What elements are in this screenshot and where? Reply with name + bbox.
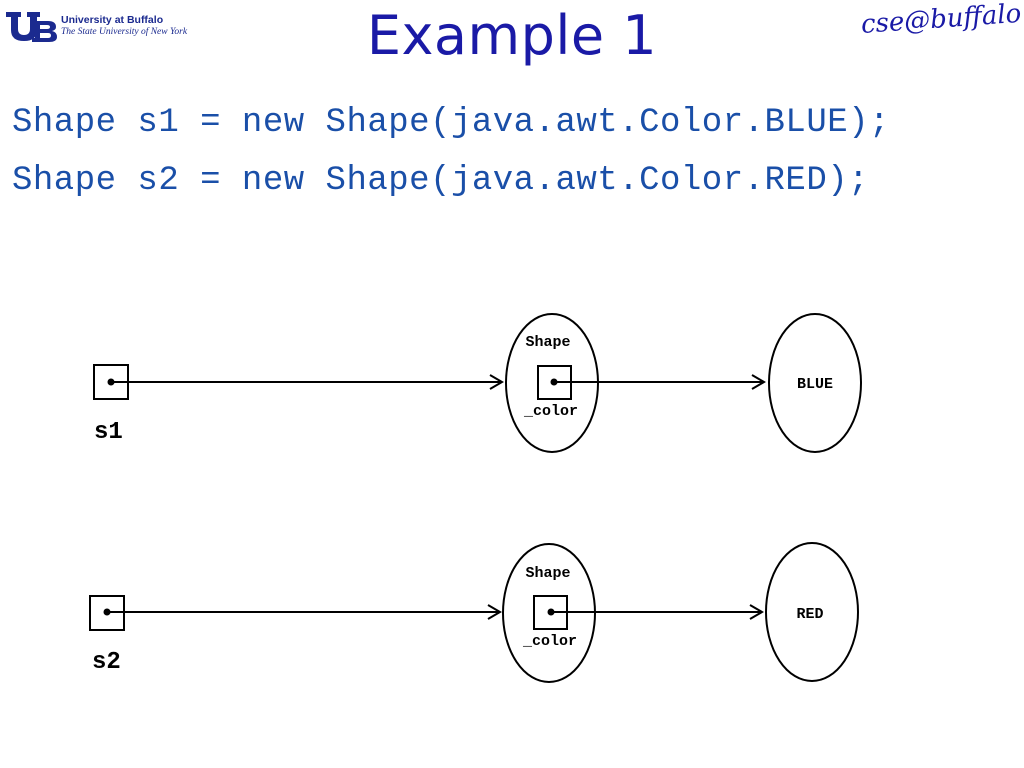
- ub-mark-icon: [6, 12, 57, 42]
- color-object-red: RED: [765, 542, 859, 682]
- shape-object-2: Shape _color: [502, 543, 596, 683]
- object-field-label-2: _color: [522, 633, 577, 650]
- object-class-label-2: Shape: [525, 565, 570, 582]
- variable-label-s1: s1: [94, 419, 123, 446]
- diagram-row-1: s1 Shape _color BLUE: [93, 313, 862, 453]
- university-logo: University at Buffalo The State Universi…: [4, 9, 204, 45]
- object-field-label-1: _color: [523, 403, 578, 420]
- code-line-1: Shape s1 = new Shape(java.awt.Color.BLUE…: [12, 104, 890, 142]
- color-object-blue: BLUE: [768, 313, 862, 453]
- variable-label-s2: s2: [92, 649, 121, 676]
- code-line-2: Shape s2 = new Shape(java.awt.Color.RED)…: [12, 162, 870, 200]
- object-class-label-1: Shape: [525, 334, 570, 351]
- value-label-red: RED: [796, 606, 823, 623]
- diagram-row-2: s2 Shape _color RED: [89, 542, 859, 683]
- value-label-blue: BLUE: [797, 376, 833, 393]
- university-name: University at Buffalo: [61, 14, 164, 26]
- slide-title: Example 1: [366, 4, 658, 67]
- university-subtitle: The State University of New York: [61, 27, 188, 37]
